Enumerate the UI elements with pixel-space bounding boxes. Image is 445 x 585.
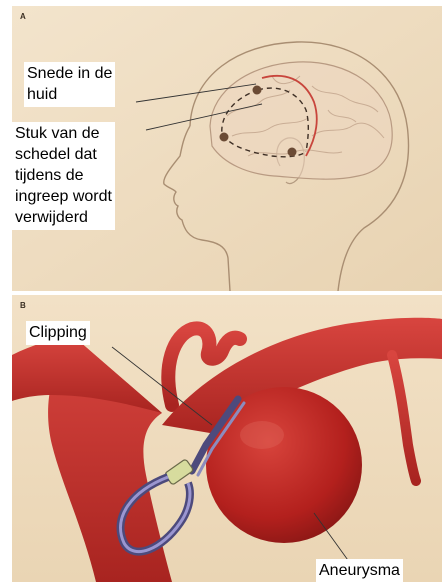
- figure: A Snede in de huid Stuk van de schedel d…: [12, 6, 442, 582]
- aneurysm-highlight: [240, 421, 284, 449]
- incision-label-line-2: huid: [27, 84, 112, 105]
- clipping-label: Clipping: [26, 321, 90, 345]
- panel-letter-a: A: [20, 12, 26, 21]
- skull-piece-label: Stuk van de schedel dat tijdens de ingre…: [12, 122, 115, 230]
- burr-hole: [220, 133, 229, 142]
- skull-piece-label-line-3: tijdens de: [15, 165, 112, 186]
- skull-piece-label-line-5: verwijderd: [15, 207, 112, 228]
- burr-hole: [253, 86, 262, 95]
- burr-hole: [288, 148, 297, 157]
- panel-a-head-illustration: A Snede in de huid Stuk van de schedel d…: [12, 6, 442, 291]
- aneurysm-label: Aneurysma: [316, 559, 403, 582]
- panel-letter-b: B: [20, 301, 26, 310]
- skull-piece-label-line-1: Stuk van de: [15, 123, 112, 144]
- incision-label-line-1: Snede in de: [27, 63, 112, 84]
- incision-label: Snede in de huid: [24, 62, 115, 107]
- panel-b-aneurysm-illustration: B Clipping Aneurysma: [12, 295, 442, 582]
- skull-piece-label-line-4: ingreep wordt: [15, 186, 112, 207]
- skull-piece-label-line-2: schedel dat: [15, 144, 112, 165]
